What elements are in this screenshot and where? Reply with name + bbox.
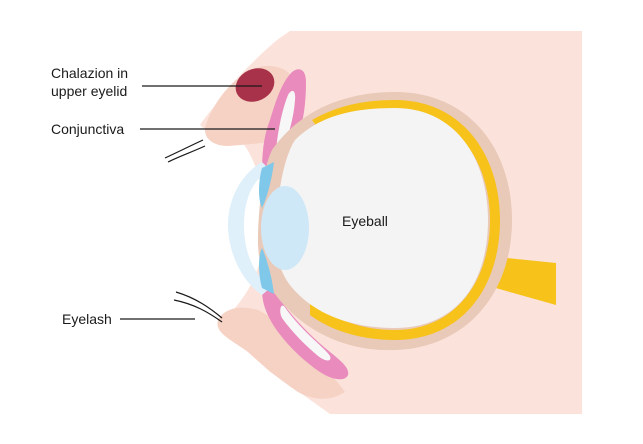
- iris-lower: [259, 248, 274, 294]
- cornea: [228, 162, 270, 295]
- eyeball-label: Eyeball: [342, 213, 388, 229]
- eyelash-label: Eyelash: [62, 311, 112, 327]
- upper-conjunctiva-inner: [276, 90, 296, 154]
- iris-upper: [259, 162, 274, 208]
- lower-conjunctiva-inner: [280, 305, 331, 361]
- eyelashes-upper: [164, 139, 206, 163]
- lower-eyelid: [217, 307, 345, 399]
- chalazion-label-line1: Chalazion in: [51, 65, 128, 81]
- chalazion: [235, 68, 275, 102]
- eyelashes-lower: [173, 291, 223, 323]
- chalazion-label-line2: upper eyelid: [51, 83, 127, 99]
- eye-interior: [276, 108, 488, 328]
- lens: [261, 186, 309, 270]
- conjunctiva-label: Conjunctiva: [51, 121, 124, 137]
- retina: [310, 100, 500, 340]
